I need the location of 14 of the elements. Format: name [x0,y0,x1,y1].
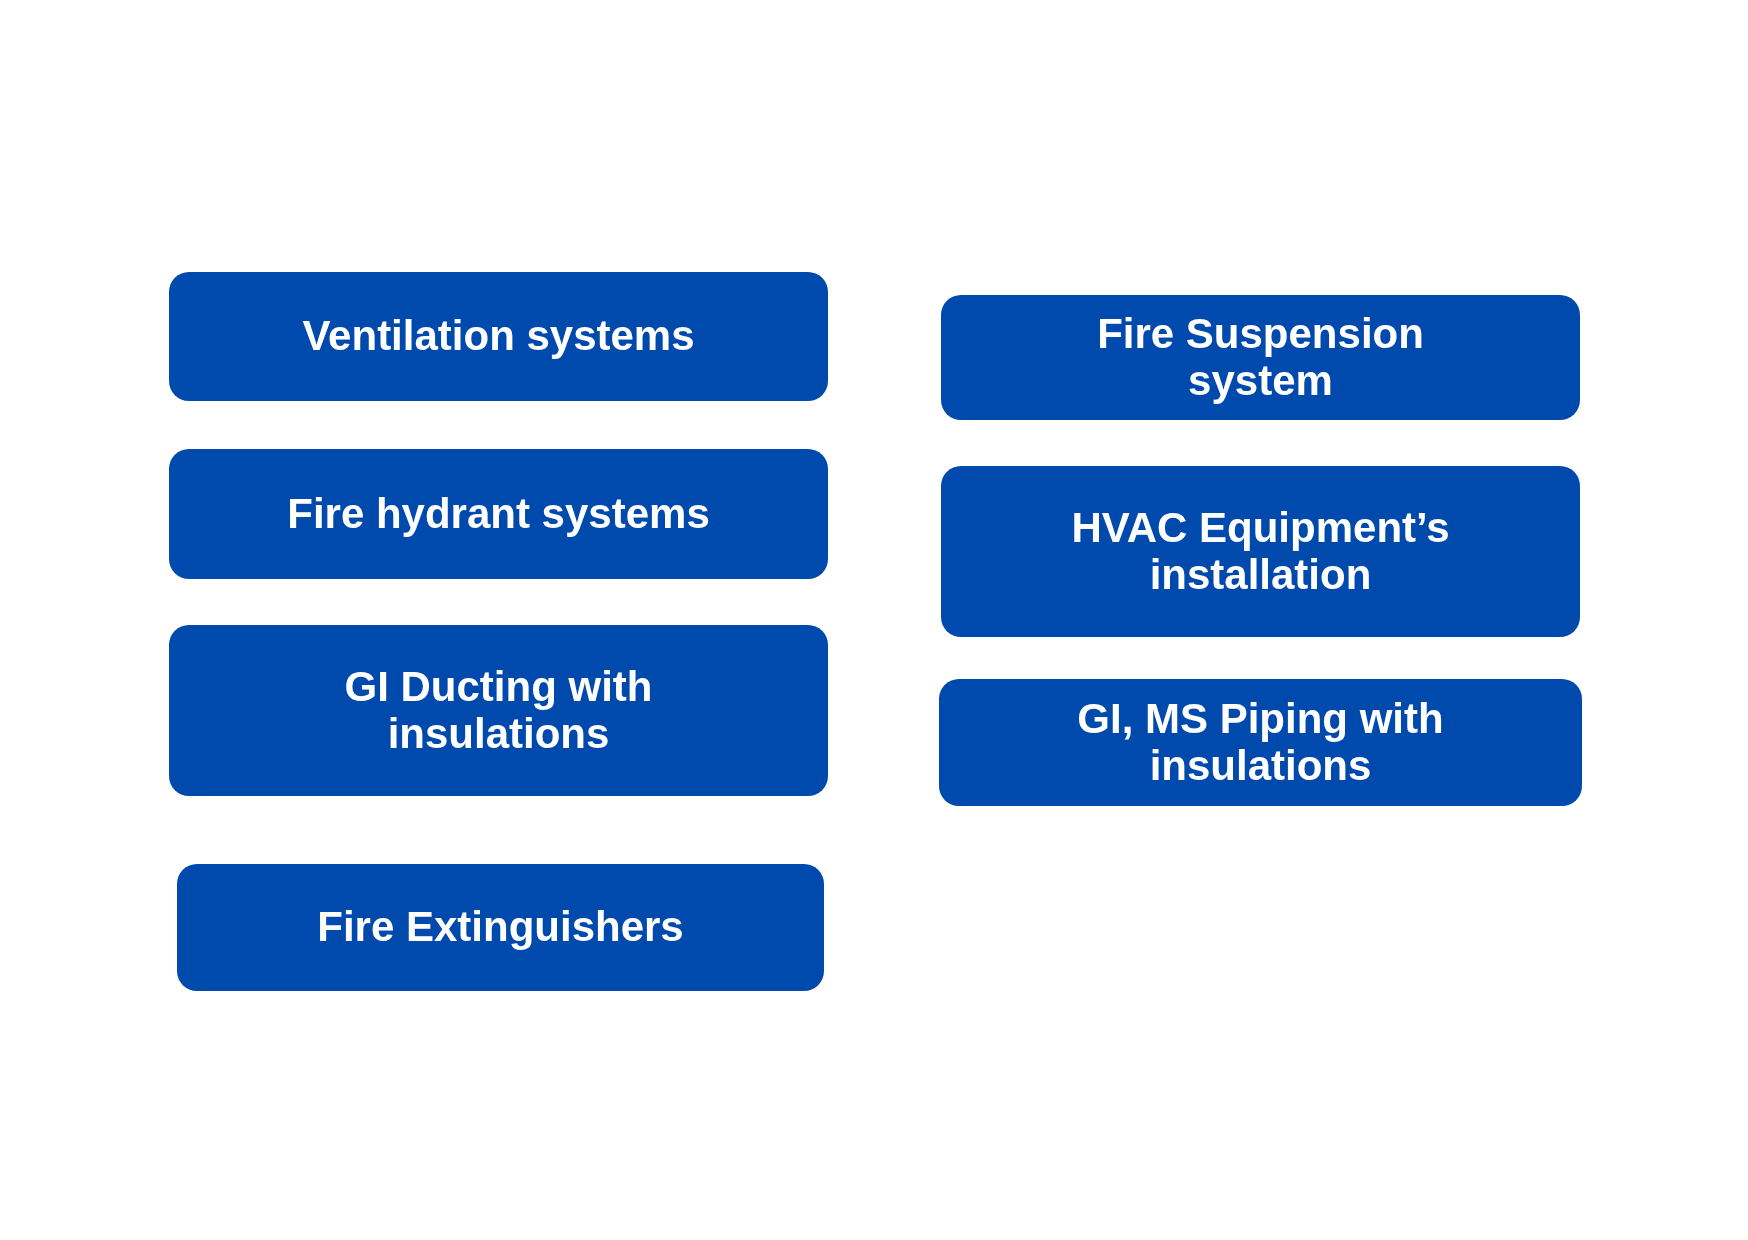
service-box [177,864,824,991]
box-label: Ventilation systems [302,313,695,360]
box-label: Fire hydrant systems [287,490,710,538]
box-label: HVAC Equipment’s installation [1070,505,1451,598]
service-box [941,466,1580,637]
service-box [169,625,828,796]
box-label: Fire Suspension system [1096,311,1425,404]
service-box [169,449,828,579]
box-label: GI Ducting with insulations [343,664,654,757]
box-label: GI, MS Piping with insulations [1076,696,1445,789]
service-box [169,272,828,401]
service-box [939,679,1582,806]
service-box [941,295,1580,420]
box-label: Fire Extinguishers [317,904,684,951]
